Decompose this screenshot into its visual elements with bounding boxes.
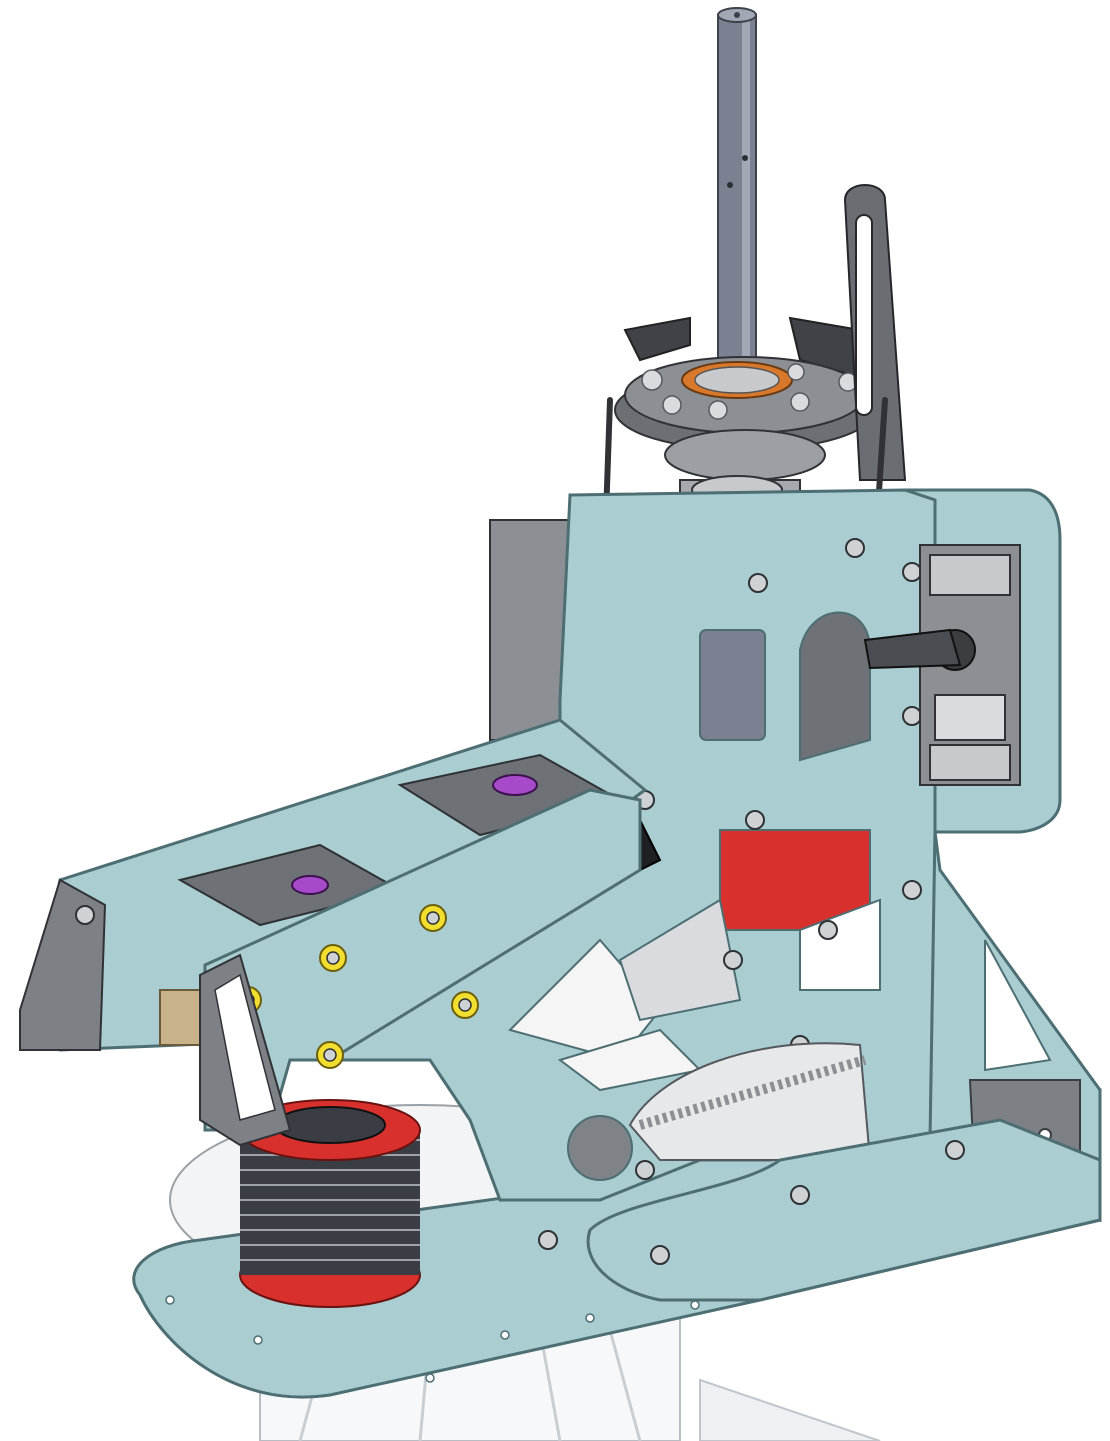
servo-right — [863, 544, 1021, 786]
tail-boom-mount-arm — [19, 718, 648, 1052]
motor-bracket — [199, 953, 292, 1147]
spur-gear — [628, 1042, 872, 1161]
frame-foot — [586, 1118, 1102, 1302]
anti-rotation-guide — [843, 184, 907, 481]
